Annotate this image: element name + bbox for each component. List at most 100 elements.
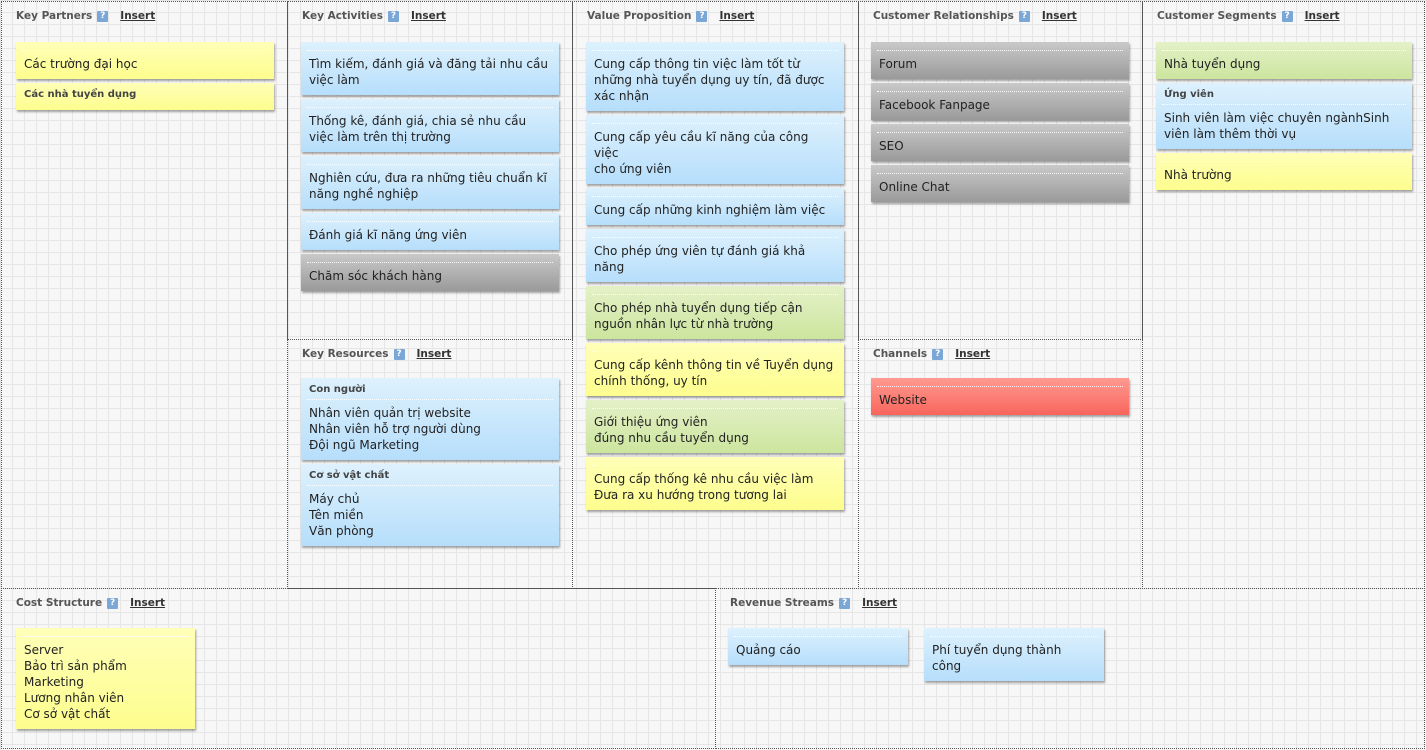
section-title: Value Proposition bbox=[587, 10, 692, 22]
help-icon[interactable]: ? bbox=[387, 10, 399, 22]
key-partners-section: Key Partners ? Insert Các trường đại học… bbox=[1, 1, 288, 589]
insert-link[interactable]: Insert bbox=[416, 348, 452, 360]
note-divider bbox=[307, 50, 553, 51]
note-card[interactable]: Cung cấp kênh thông tin về Tuyển dụng ch… bbox=[586, 343, 844, 396]
note-divider bbox=[592, 408, 838, 409]
help-icon[interactable]: ? bbox=[696, 10, 708, 22]
help-icon[interactable]: ? bbox=[932, 348, 944, 360]
note-divider bbox=[877, 132, 1123, 133]
note-card[interactable]: Nghiên cứu, đưa ra những tiêu chuẩn kĩ n… bbox=[301, 156, 559, 209]
note-text: Các trường đại học bbox=[24, 57, 138, 71]
note-text: Nghiên cứu, đưa ra những tiêu chuẩn kĩ bbox=[309, 171, 547, 185]
help-icon[interactable]: ? bbox=[393, 348, 405, 360]
section-title: Key Resources bbox=[302, 348, 389, 360]
note-text: Cung cấp thông tin việc làm tốt từ bbox=[594, 57, 800, 71]
note-text: Giới thiệu ứng viên bbox=[594, 415, 708, 429]
insert-link[interactable]: Insert bbox=[862, 597, 898, 609]
note-card[interactable]: Website bbox=[871, 378, 1129, 415]
note-card[interactable]: Nhà trường bbox=[1156, 153, 1412, 190]
note-card[interactable]: Các nhà tuyển dụng bbox=[16, 83, 274, 110]
channels-header: Channels ? Insert bbox=[873, 348, 990, 360]
note-text: Văn phòng bbox=[309, 524, 374, 538]
insert-link[interactable]: Insert bbox=[1304, 10, 1340, 22]
note-card[interactable]: Ứng viên Sinh viên làm việc chuyên ngành… bbox=[1156, 83, 1412, 149]
note-text: việc làm trên thị trường bbox=[309, 130, 451, 144]
note-card[interactable]: Cung cấp thống kê nhu cầu việc làm Đưa r… bbox=[586, 457, 844, 510]
note-card[interactable]: Facebook Fanpage bbox=[871, 83, 1129, 120]
note-text: Nhà trường bbox=[1164, 168, 1232, 182]
note-header: Các nhà tuyển dụng bbox=[24, 89, 137, 100]
note-card[interactable]: Cho phép nhà tuyển dụng tiếp cận nguồn n… bbox=[586, 286, 844, 339]
insert-link[interactable]: Insert bbox=[955, 348, 991, 360]
note-text: SEO bbox=[879, 139, 904, 153]
note-divider bbox=[930, 636, 1098, 637]
help-icon[interactable]: ? bbox=[1281, 10, 1293, 22]
note-card[interactable]: Server Bảo trì sản phẩm Marketing Lương … bbox=[16, 628, 195, 729]
help-icon[interactable]: ? bbox=[97, 10, 109, 22]
note-card[interactable]: Online Chat bbox=[871, 165, 1129, 202]
note-text: công bbox=[932, 659, 962, 673]
note-text: Forum bbox=[879, 57, 918, 71]
note-card[interactable]: Cung cấp thông tin việc làm tốt từ những… bbox=[586, 42, 844, 111]
note-card[interactable]: Quảng cáo bbox=[728, 628, 908, 665]
note-card[interactable]: Nhà tuyển dụng bbox=[1156, 42, 1412, 79]
note-card[interactable]: Tìm kiếm, đánh giá và đăng tải nhu cầu v… bbox=[301, 42, 559, 95]
note-card[interactable]: Thống kê, đánh giá, chia sẻ nhu cầu việc… bbox=[301, 99, 559, 152]
note-text: Online Chat bbox=[879, 180, 950, 194]
section-title: Cost Structure bbox=[16, 597, 103, 609]
insert-link[interactable]: Insert bbox=[1041, 10, 1077, 22]
note-divider bbox=[877, 91, 1123, 92]
note-text: xác nhận bbox=[594, 89, 650, 103]
note-card[interactable]: Con người Nhân viên quản trị website Nhâ… bbox=[301, 378, 559, 460]
note-card[interactable]: Forum bbox=[871, 42, 1129, 79]
note-divider bbox=[1162, 104, 1406, 105]
note-text: Cung cấp những kinh nghiệm làm việc bbox=[594, 203, 826, 217]
help-icon[interactable]: ? bbox=[839, 597, 851, 609]
note-text: Thống kê, đánh giá, chia sẻ nhu cầu bbox=[309, 114, 527, 128]
note-divider bbox=[592, 237, 838, 238]
note-text: Sinh viên làm việc chuyên ngànhSinh bbox=[1164, 111, 1390, 125]
note-divider bbox=[592, 294, 838, 295]
note-card[interactable]: Các trường đại học bbox=[16, 42, 274, 79]
customer-segments-header: Customer Segments ? Insert bbox=[1157, 10, 1340, 22]
insert-link[interactable]: Insert bbox=[410, 10, 446, 22]
help-icon[interactable]: ? bbox=[107, 597, 119, 609]
note-card[interactable]: Giới thiệu ứng viên đúng nhu cầu tuyển d… bbox=[586, 400, 844, 453]
note-text: nguồn nhân lực từ nhà trường bbox=[594, 317, 774, 331]
note-text: Phí tuyển dụng thành bbox=[932, 643, 1062, 657]
note-text: Chăm sóc khách hàng bbox=[309, 269, 442, 283]
note-text: Nhân viên hỗ trợ người dùng bbox=[309, 422, 481, 436]
note-text: năng bbox=[594, 260, 625, 274]
note-header: Cơ sở vật chất bbox=[309, 470, 390, 481]
note-card[interactable]: Cung cấp những kinh nghiệm làm việc bbox=[586, 188, 844, 225]
note-header: Con người bbox=[309, 384, 366, 395]
note-text: Máy chủ bbox=[309, 492, 360, 506]
cost-structure-header: Cost Structure ? Insert bbox=[16, 597, 165, 609]
note-text: Lương nhân viên bbox=[24, 691, 125, 705]
help-icon[interactable]: ? bbox=[1018, 10, 1030, 22]
note-card[interactable]: Cho phép ứng viên tự đánh giá khả năng bbox=[586, 229, 844, 282]
section-title: Key Partners bbox=[16, 10, 93, 22]
note-card[interactable]: SEO bbox=[871, 124, 1129, 161]
key-resources-header: Key Resources ? Insert bbox=[302, 348, 451, 360]
insert-link[interactable]: Insert bbox=[120, 10, 156, 22]
note-divider bbox=[592, 50, 838, 51]
note-card[interactable]: Cơ sở vật chất Máy chủ Tên miền Văn phòn… bbox=[301, 464, 559, 546]
insert-link[interactable]: Insert bbox=[719, 10, 755, 22]
key-partners-header: Key Partners ? Insert bbox=[16, 10, 155, 22]
insert-link[interactable]: Insert bbox=[130, 597, 166, 609]
note-divider bbox=[592, 351, 838, 352]
customer-segments-section: Customer Segments ? Insert Nhà tuyển dụn… bbox=[1142, 1, 1425, 589]
note-text: Cho phép nhà tuyển dụng tiếp cận bbox=[594, 301, 803, 315]
note-card[interactable]: Phí tuyển dụng thành công bbox=[924, 628, 1104, 681]
note-card[interactable]: Đánh giá kĩ năng ứng viên bbox=[301, 213, 559, 250]
note-text: năng nghề nghiệp bbox=[309, 187, 419, 201]
cost-structure-section: Cost Structure ? Insert Server Bảo trì s… bbox=[1, 588, 716, 749]
section-title: Key Activities bbox=[302, 10, 383, 22]
note-divider bbox=[1162, 161, 1406, 162]
channels-section: Channels ? Insert Website bbox=[858, 339, 1143, 589]
note-text: những nhà tuyển dụng uy tín, đã được bbox=[594, 73, 825, 87]
note-divider bbox=[307, 107, 553, 108]
note-card[interactable]: Cung cấp yêu cầu kĩ năng của công việc c… bbox=[586, 115, 844, 184]
note-card[interactable]: Chăm sóc khách hàng bbox=[301, 254, 559, 291]
